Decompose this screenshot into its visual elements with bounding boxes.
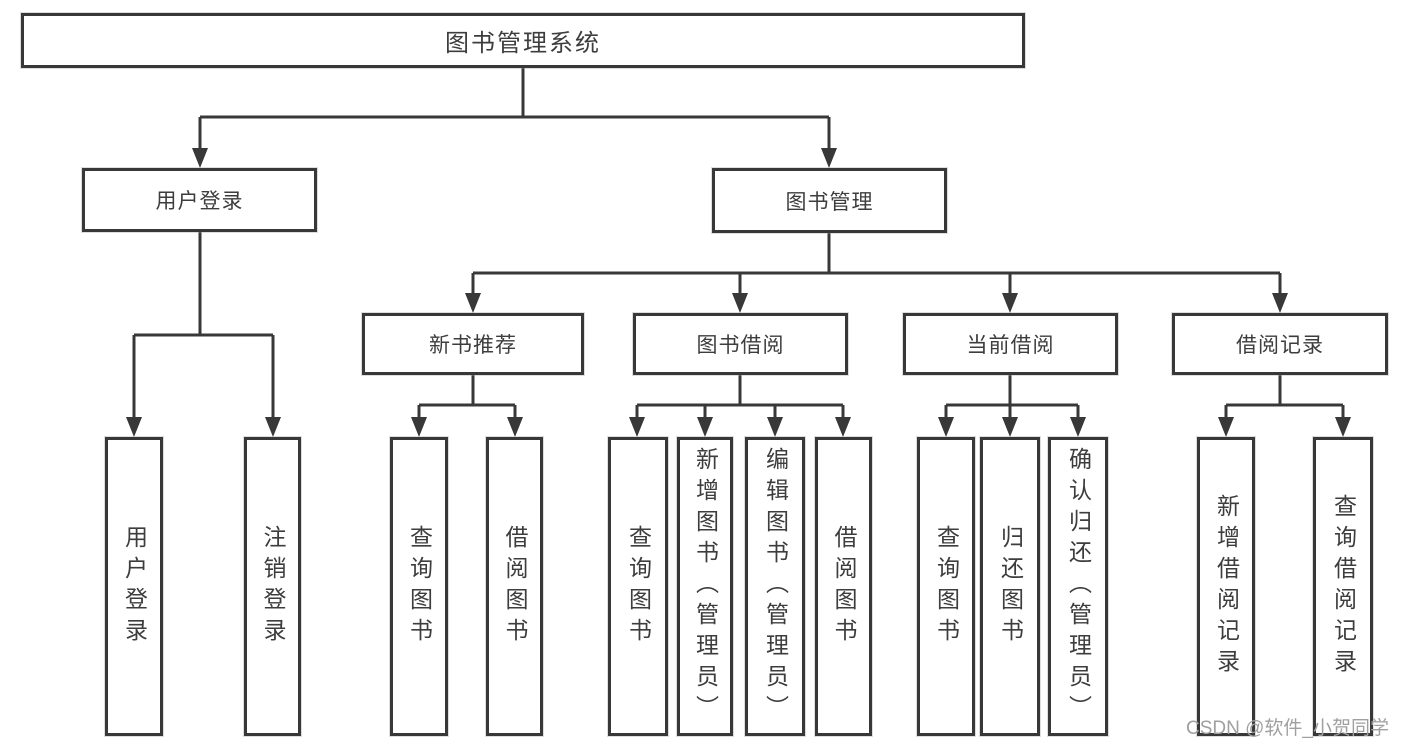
leaf-borrow-books-recommend: 借阅图书 <box>486 437 543 736</box>
leaf-query-books-recommend-label: 查询图书 <box>406 524 433 649</box>
leaf-query-books-current-label: 查询图书 <box>933 524 960 649</box>
leaf-logout-label: 注销登录 <box>260 524 286 649</box>
node-borrow-records-label: 借阅记录 <box>1236 334 1324 357</box>
leaf-user-login-label: 用户登录 <box>121 524 148 649</box>
leaf-query-books-borrowing-label: 查询图书 <box>625 524 652 649</box>
leaf-borrow-books-label: 借阅图书 <box>831 524 857 649</box>
node-borrow-records: 借阅记录 <box>1172 313 1388 375</box>
leaf-user-login: 用户登录 <box>105 437 163 736</box>
node-user-login-label: 用户登录 <box>155 190 244 213</box>
node-current-borrowing-label: 当前借阅 <box>966 334 1055 357</box>
leaf-query-books-borrowing: 查询图书 <box>608 437 668 736</box>
leaf-query-borrow-record: 查询借阅记录 <box>1313 437 1373 736</box>
node-current-borrowing: 当前借阅 <box>903 313 1118 375</box>
csdn-watermark: CSDN @软件_小贺同学 <box>1186 718 1389 739</box>
node-book-management-label: 图书管理 <box>785 190 874 214</box>
leaf-confirm-return-admin: 确认归还（管理员） <box>1048 437 1108 736</box>
leaf-add-borrow-record-label: 新增借阅记录 <box>1213 493 1240 680</box>
node-root-label: 图书管理系统 <box>445 30 601 57</box>
node-book-borrowing: 图书借阅 <box>633 313 848 375</box>
leaf-edit-books-admin: 编辑图书（管理员） <box>745 437 805 736</box>
node-book-management: 图书管理 <box>712 168 947 233</box>
arrowheads <box>126 148 1351 437</box>
node-root-system: 图书管理系统 <box>21 13 1025 68</box>
leaf-add-books-admin-label: 新增图书（管理员） <box>692 447 719 726</box>
node-user-login: 用户登录 <box>82 168 317 232</box>
leaf-return-books: 归还图书 <box>980 437 1040 736</box>
leaf-query-borrow-record-label: 查询借阅记录 <box>1330 493 1357 680</box>
leaf-add-books-admin: 新增图书（管理员） <box>677 437 733 736</box>
leaf-add-borrow-record: 新增借阅记录 <box>1197 437 1255 736</box>
node-new-book-recommend-label: 新书推荐 <box>429 334 517 357</box>
leaf-logout: 注销登录 <box>244 437 301 736</box>
leaf-return-books-label: 归还图书 <box>997 524 1024 649</box>
leaf-borrow-books-recommend-label: 借阅图书 <box>502 524 528 649</box>
node-book-borrowing-label: 图书借阅 <box>696 334 785 357</box>
leaf-confirm-return-admin-label: 确认归还（管理员） <box>1065 447 1092 726</box>
leaf-query-books-current: 查询图书 <box>917 437 975 736</box>
leaf-borrow-books: 借阅图书 <box>815 437 872 736</box>
leaf-edit-books-admin-label: 编辑图书（管理员） <box>762 447 789 726</box>
node-new-book-recommend: 新书推荐 <box>362 313 584 375</box>
leaf-query-books-recommend: 查询图书 <box>390 437 448 736</box>
